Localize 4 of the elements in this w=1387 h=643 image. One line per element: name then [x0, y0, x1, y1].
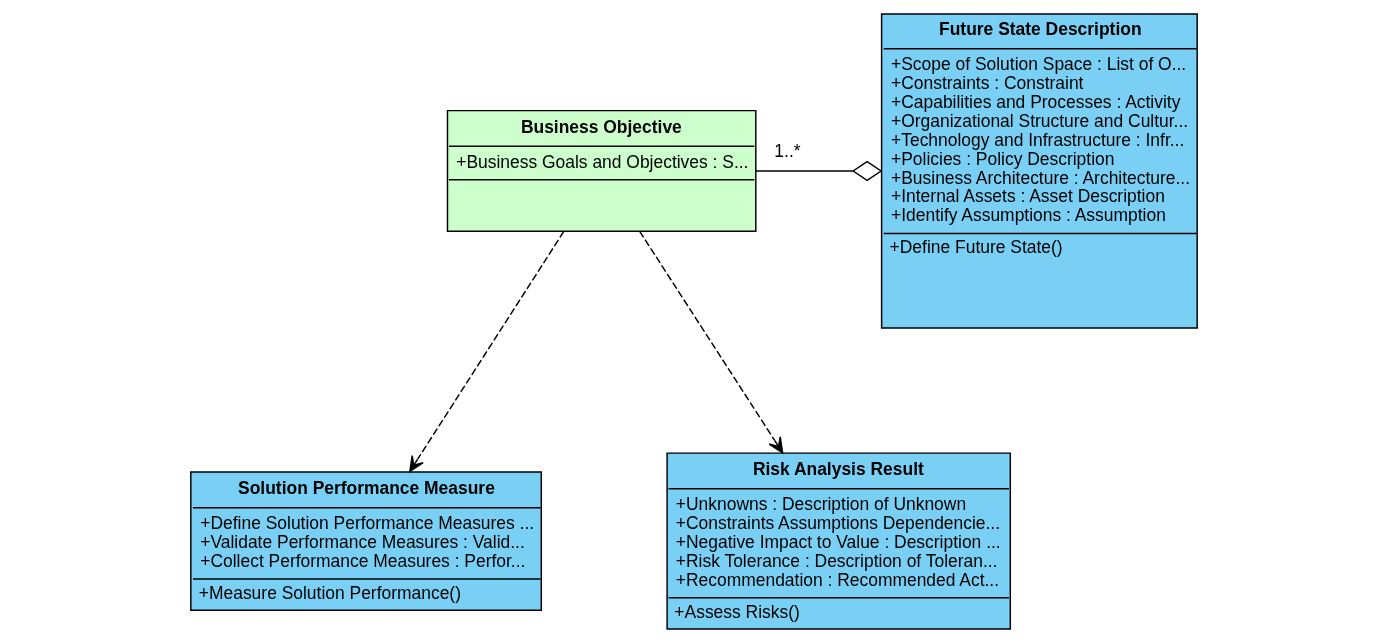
connector — [754, 160, 882, 182]
arrow — [408, 230, 565, 473]
arrow — [638, 230, 783, 454]
edge-label: 1..* — [773, 141, 801, 162]
